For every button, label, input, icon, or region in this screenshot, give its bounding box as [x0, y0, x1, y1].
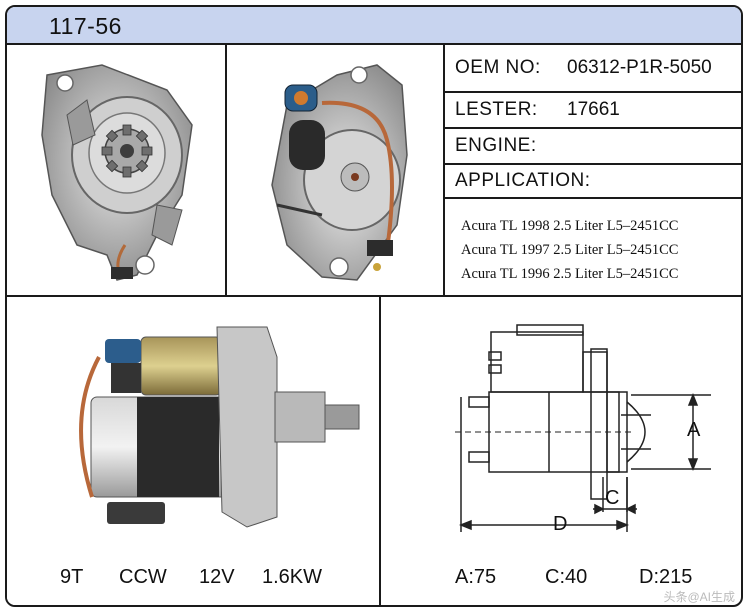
lester-label: LESTER:: [455, 99, 538, 120]
dimension-c-label: C: [605, 487, 620, 509]
spec-row-lester: LESTER: 17661: [445, 93, 741, 129]
oem-label: OEM NO:: [455, 57, 541, 78]
photo-front-view: [7, 45, 227, 297]
application-list: Acura TL 1998 2.5 Liter L5–2451CC Acura …: [445, 199, 741, 297]
application-item: Acura TL 1996 2.5 Liter L5–2451CC: [461, 266, 679, 282]
photo-rear-view: [227, 45, 445, 297]
application-item: Acura TL 1998 2.5 Liter L5–2451CC: [461, 218, 679, 234]
oem-value: 06312-P1R-5050: [567, 57, 712, 78]
dimension-a-value: A:75: [455, 566, 497, 588]
application-label: APPLICATION:: [455, 170, 591, 191]
spec-row-engine: ENGINE:: [445, 129, 741, 165]
teeth-rating: 9T: [60, 566, 84, 588]
lester-value: 17661: [567, 99, 620, 120]
power-rating: 1.6KW: [262, 566, 323, 588]
starter-front-image: [41, 64, 193, 281]
header-bar: 117-56: [7, 7, 741, 45]
rotation-rating: CCW: [119, 566, 167, 588]
voltage-rating: 12V: [199, 566, 235, 588]
watermark: 头条@AI生成: [663, 590, 735, 604]
starter-rear-image: [271, 64, 408, 281]
dimension-d-value: D:215: [639, 566, 693, 588]
dimension-c-value: C:40: [545, 566, 588, 588]
dimension-d-label: D: [553, 513, 568, 535]
product-card: 117-56: [5, 5, 743, 607]
photo-side-view: 9T CCW 12V 1.6KW: [7, 297, 381, 605]
dimension-drawing-panel: A C D A:75 C:40 D:215 头条@AI生成: [381, 297, 741, 605]
dimension-drawing: [455, 324, 711, 532]
spec-row-oem: OEM NO: 06312-P1R-5050: [445, 45, 741, 93]
spec-row-application: APPLICATION:: [445, 165, 741, 199]
application-item: Acura TL 1997 2.5 Liter L5–2451CC: [461, 242, 679, 258]
starter-side-image: [79, 326, 360, 528]
engine-label: ENGINE:: [455, 135, 537, 156]
part-number-title: 117-56: [49, 13, 122, 39]
dimension-a-label: A: [687, 419, 701, 441]
